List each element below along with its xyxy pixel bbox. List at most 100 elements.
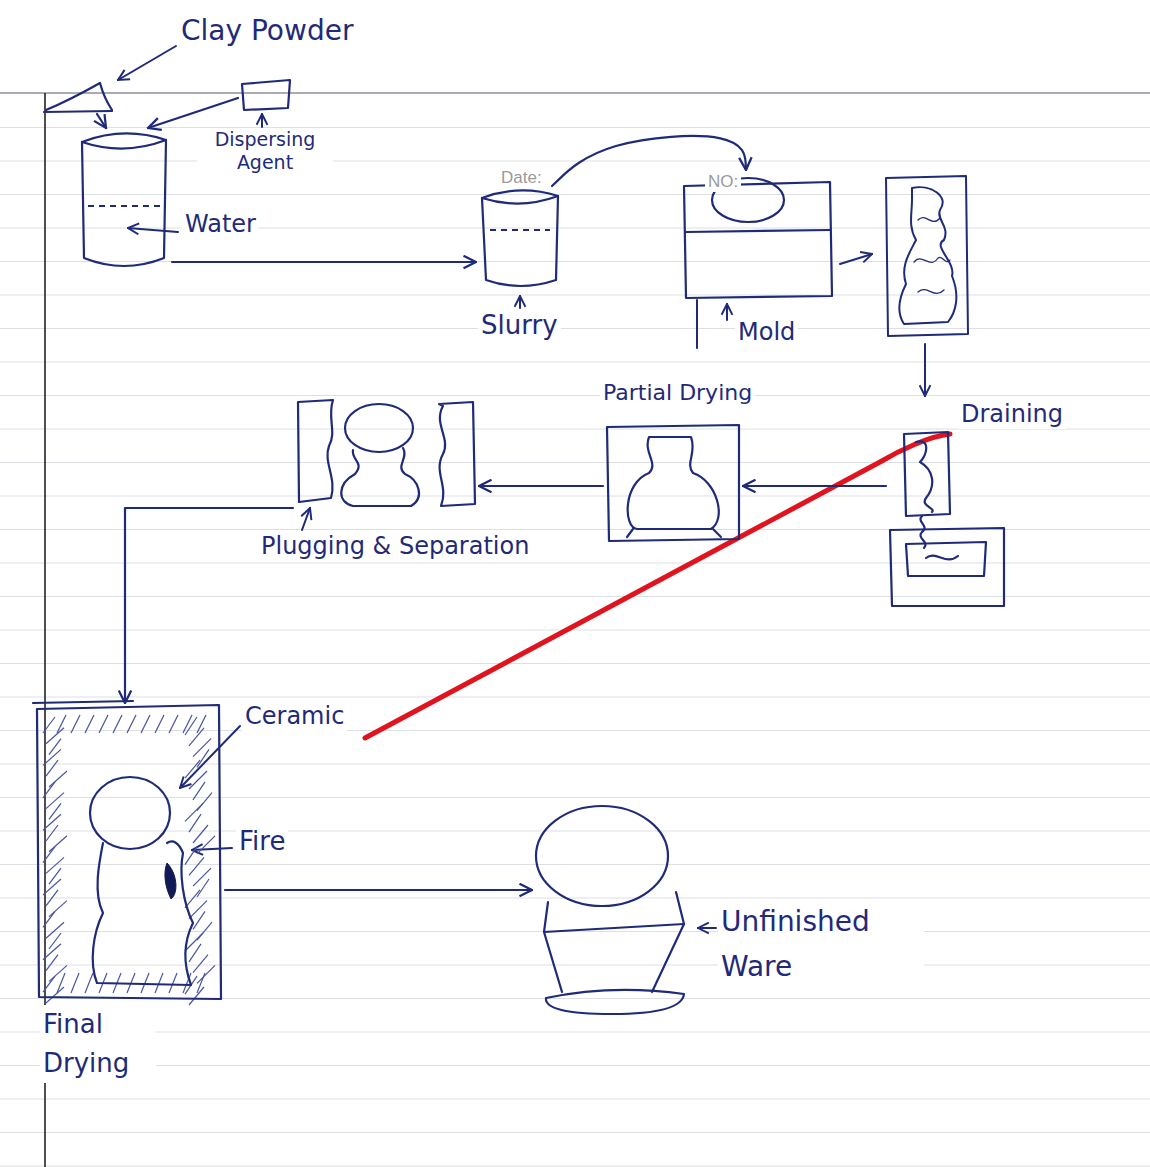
- slurry-scribble: [918, 218, 940, 222]
- stage-label: Dispersing Agent: [197, 128, 333, 174]
- fire-stroke: [197, 965, 215, 983]
- draining-mold-outline: [886, 426, 1010, 608]
- fire-stroke: [189, 901, 207, 919]
- fire-stroke: [197, 879, 209, 897]
- sketch-stroke: [93, 841, 193, 985]
- fire-stroke: [189, 987, 204, 1005]
- fire-stroke: [71, 973, 79, 993]
- stage-label: Ceramic: [242, 702, 347, 731]
- fire-stroke: [127, 715, 136, 733]
- fire-stroke: [46, 955, 58, 971]
- sketch-stroke: [33, 701, 133, 703]
- fire-stroke: [43, 911, 55, 927]
- sketch-stroke: [544, 902, 562, 992]
- stage-label: Unfinished Ware: [718, 900, 924, 990]
- stage-label: Clay Powder: [178, 14, 356, 48]
- fire-stroke: [193, 868, 211, 886]
- fire-stroke: [85, 973, 93, 993]
- sketch-stroke: [652, 892, 684, 992]
- leader-arrow: [726, 304, 728, 320]
- sketch-stroke: [482, 190, 558, 203]
- fire-stroke: [46, 825, 58, 841]
- sketch-stroke: [904, 432, 950, 516]
- flow-arrow: [479, 485, 603, 487]
- unfinished-vase-outline: [532, 800, 694, 1018]
- sketch-stroke: [607, 425, 739, 541]
- stage-label: Fire: [236, 826, 288, 857]
- fire-stroke: [43, 717, 55, 733]
- sketch-stroke: [345, 404, 413, 452]
- header-rule: [0, 92, 1150, 93]
- fire-stroke: [189, 944, 201, 962]
- agent-box: Dispersing Agent: [238, 78, 294, 112]
- stage-label: Plugging & Separation: [258, 532, 532, 561]
- flow-arrow: [148, 98, 238, 128]
- ruled-lines: [0, 110, 1150, 1167]
- leader-line: [696, 300, 698, 348]
- fire-stroke: [46, 728, 64, 744]
- fire-stroke: [49, 803, 61, 819]
- sketch-stroke: [713, 529, 721, 537]
- fire-stroke: [193, 911, 205, 929]
- sketch-stroke: [82, 140, 166, 149]
- stage-label: Final Drying: [40, 1005, 156, 1083]
- leader-arrow: [519, 296, 521, 308]
- sketch-stroke: [684, 182, 832, 298]
- slurry-beaker-outline: [476, 186, 564, 294]
- fire-stroke: [99, 715, 108, 733]
- flow-arrow: [743, 485, 886, 487]
- header-label: NO:: [705, 172, 741, 192]
- flow-arrow: [172, 261, 476, 263]
- sketch-stroke: [44, 111, 112, 112]
- fire-stroke: [197, 973, 205, 993]
- sketch-stroke: [482, 196, 558, 286]
- fire-stroke: [155, 715, 164, 733]
- sketch-stroke: [90, 777, 170, 849]
- fire-stroke: [43, 847, 55, 863]
- fire-stroke: [155, 973, 163, 993]
- sketch-stroke: [298, 400, 333, 502]
- powder-pile-outline: [42, 80, 114, 114]
- split-mold-outline: [293, 398, 479, 522]
- leader-arrow: [192, 848, 232, 850]
- fire-stroke: [46, 760, 58, 776]
- fire-stroke: [193, 955, 208, 973]
- fire-stroke: [113, 715, 122, 733]
- sketch-stroke: [37, 705, 221, 999]
- fire-stroke: [49, 739, 61, 755]
- cast-ware: [900, 187, 957, 324]
- sketch-stroke: [628, 437, 719, 529]
- fire-stroke: [197, 836, 215, 854]
- fire-stroke: [43, 814, 61, 830]
- leader-arrow: [261, 114, 263, 127]
- fire-stroke: [85, 715, 94, 733]
- fire-stroke: [183, 715, 192, 733]
- fire-stroke: [46, 890, 58, 906]
- fire-stroke: [193, 825, 208, 843]
- fire-stroke: [49, 771, 67, 787]
- fire-stroke: [169, 973, 177, 993]
- sketch-stroke: [439, 402, 475, 506]
- fire-stroke: [193, 739, 211, 757]
- liquid-level: [88, 205, 160, 207]
- fire-stroke: [189, 814, 201, 832]
- sketch-stroke: [82, 140, 166, 266]
- filled-mold: [886, 176, 968, 336]
- fire-stroke: [49, 901, 67, 917]
- leader-arrow: [302, 508, 310, 530]
- slurry-scribble: [918, 290, 944, 294]
- fire-stroke: [49, 933, 61, 949]
- flow-arrow: [225, 889, 532, 891]
- flow-arrow: [840, 254, 872, 264]
- header-label: Date:: [498, 168, 545, 188]
- sketch-stroke: [686, 230, 830, 232]
- fire-stroke: [189, 728, 204, 746]
- fire-stroke: [57, 715, 66, 733]
- draining-mold: Draining: [886, 426, 1010, 608]
- stage-label: Draining: [958, 400, 1066, 429]
- mixing-beaker-outline: [76, 128, 172, 276]
- fire-stroke: [189, 771, 207, 789]
- agent-box-outline: [238, 78, 294, 112]
- stage-label: Water: [182, 210, 259, 239]
